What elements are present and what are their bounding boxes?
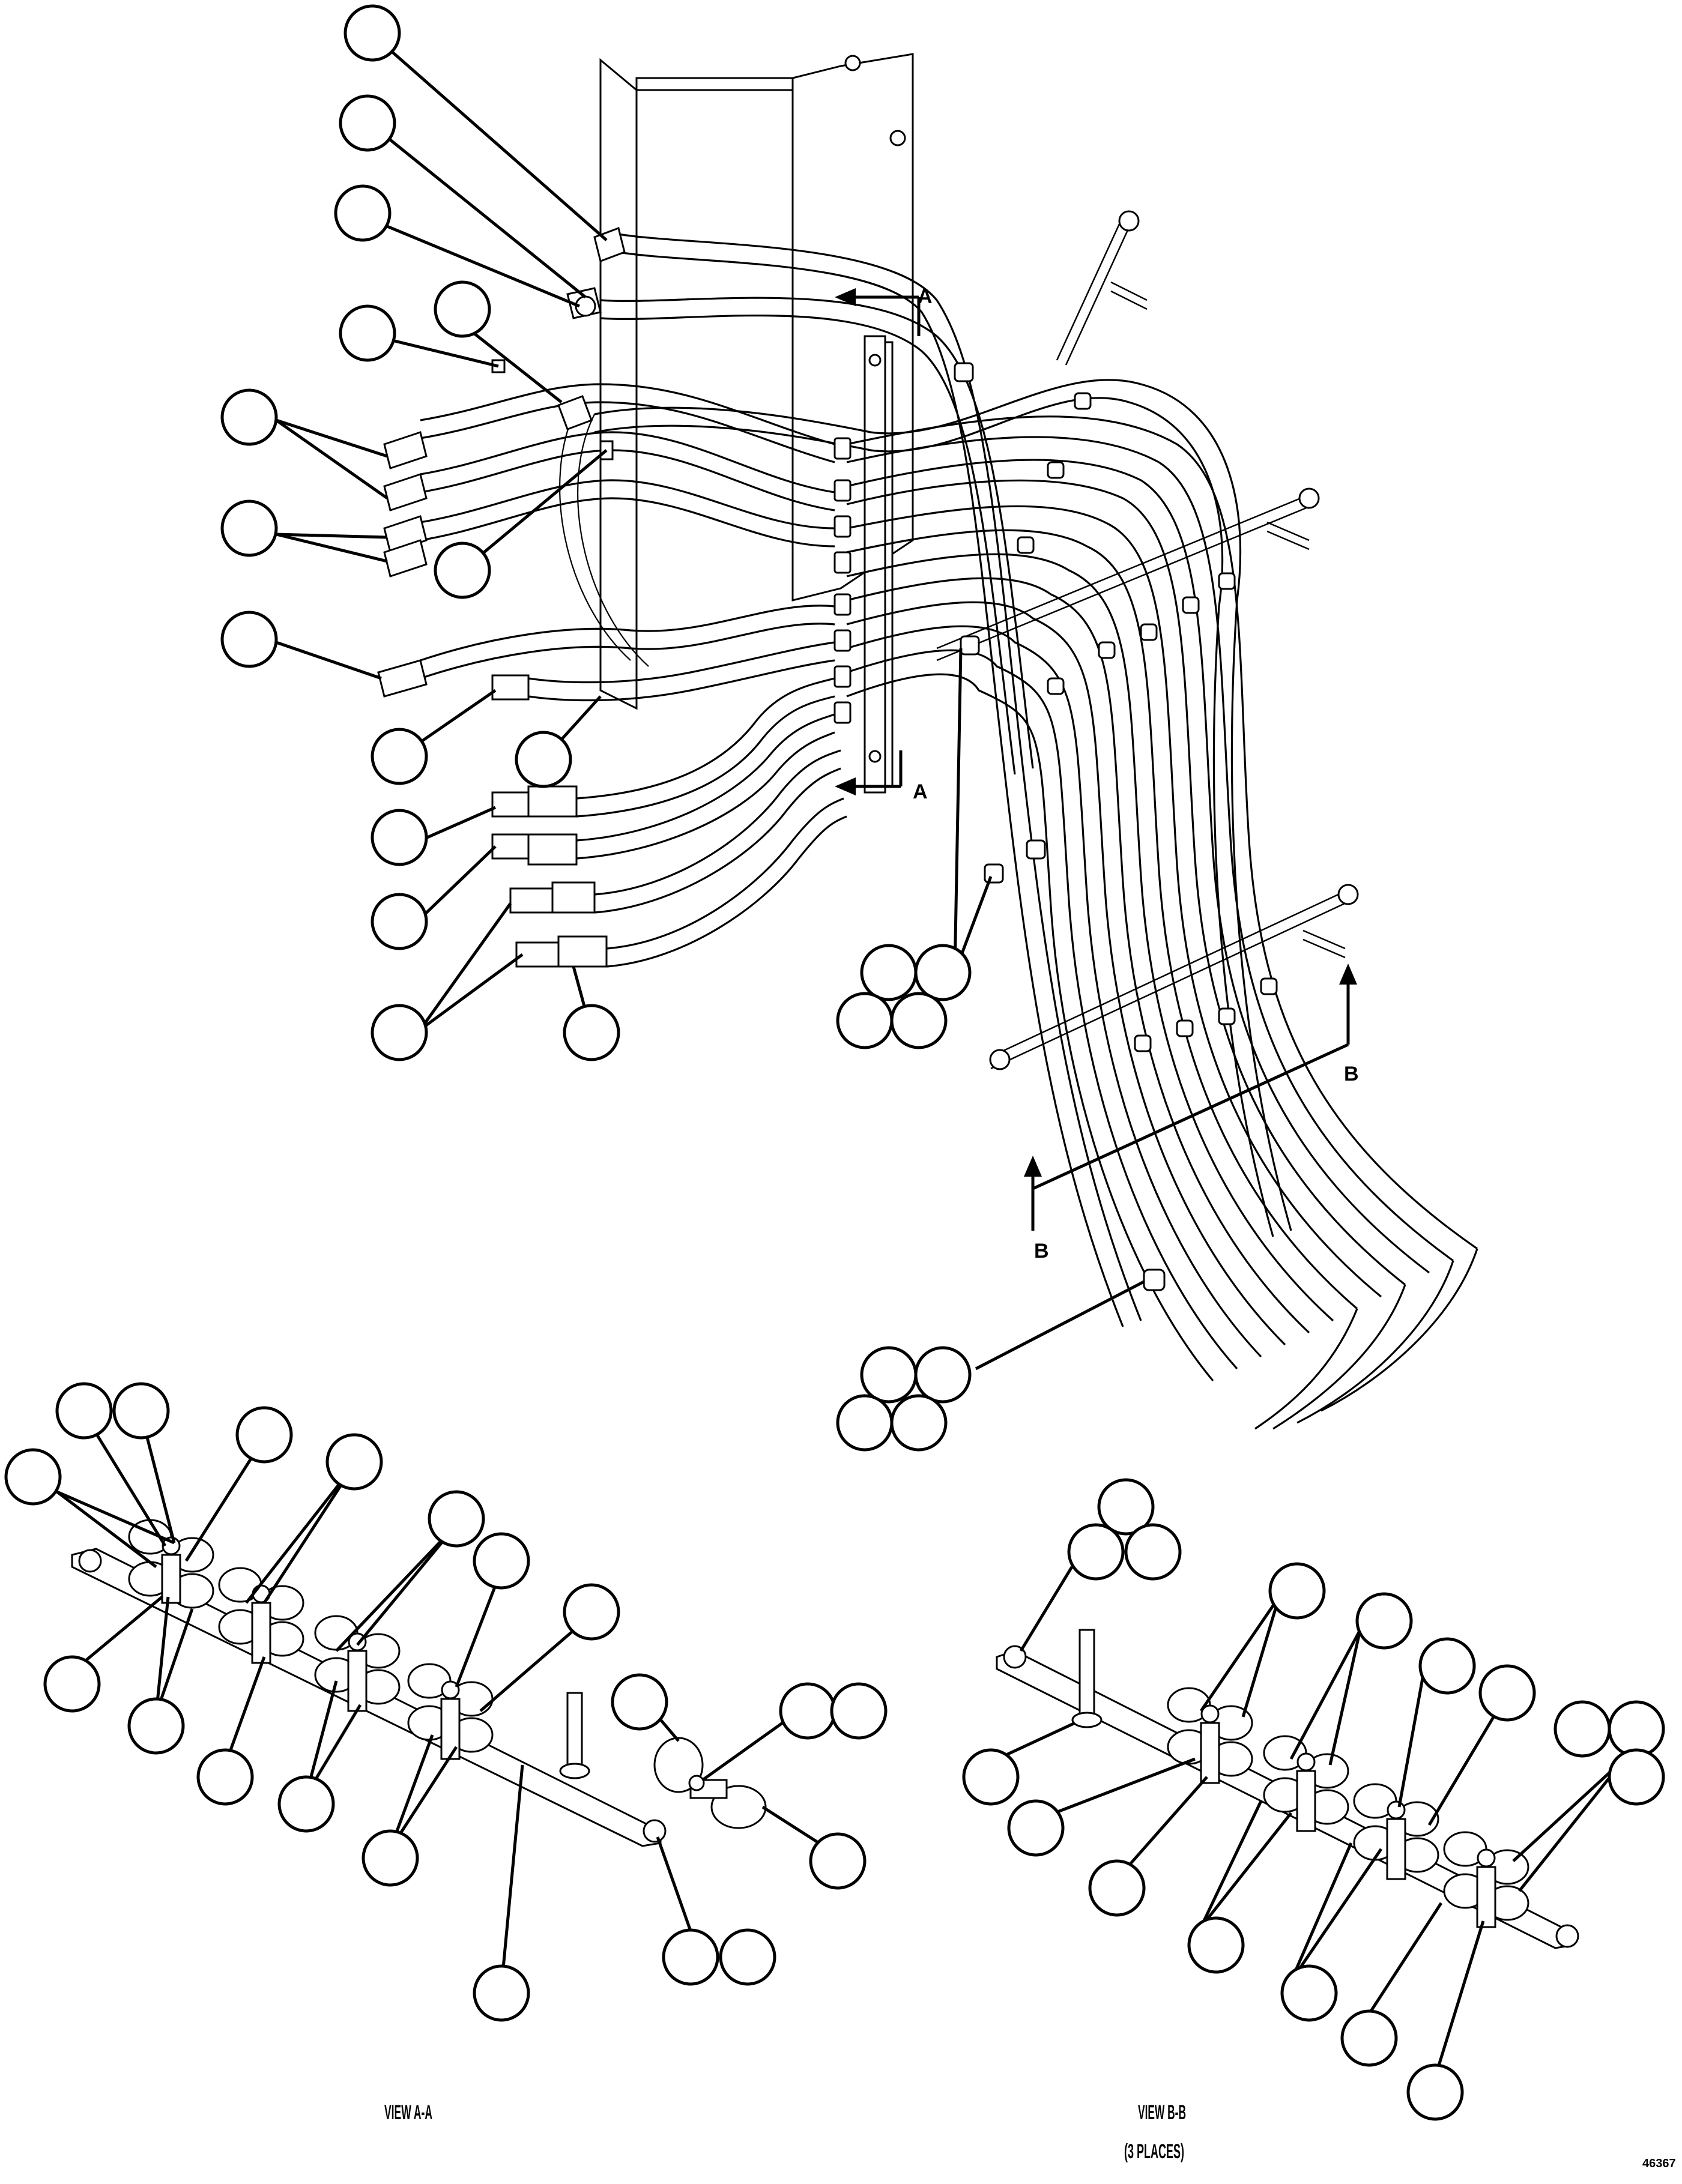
- callout-bubble: [334, 184, 392, 242]
- view-aa: VIEW A-A: [4, 1382, 888, 2124]
- callout-bubble: [611, 1673, 668, 1731]
- aa-single-clamp: [653, 1737, 767, 1829]
- callout-bubble: [914, 944, 972, 1001]
- callout-bubble: [371, 809, 428, 866]
- section-marker-a-bottom: A: [913, 780, 928, 803]
- callout-bubble: [371, 893, 428, 950]
- callout-bubble: [1187, 1916, 1245, 1974]
- callout-bubble: [196, 1748, 254, 1806]
- aa-clamp-2: [218, 1567, 304, 1664]
- callout-bubble: [860, 1346, 918, 1404]
- callout-bubble: [830, 1682, 888, 1740]
- callout-bubble: [112, 1382, 170, 1440]
- view-bb-label: VIEW B-B: [1138, 2101, 1186, 2124]
- bb-clamp-3: [1353, 1783, 1439, 1880]
- callout-bubble: [1478, 1664, 1536, 1722]
- callout-bubble: [277, 1775, 335, 1833]
- callout-bubble: [515, 731, 572, 788]
- callout-bubble: [563, 1004, 620, 1061]
- callout-bubble: [473, 1964, 530, 2022]
- drawing-number: 46367: [1642, 2157, 1676, 2170]
- callout-bubble: [1418, 1637, 1476, 1695]
- bb-clamp-2: [1263, 1735, 1349, 1832]
- callout-bubble: [1268, 1562, 1326, 1620]
- left-hoses: [420, 383, 847, 968]
- callout-bubble: [220, 388, 278, 446]
- callout-bubble: [220, 611, 278, 668]
- callout-bubble: [343, 4, 401, 62]
- callout-bubble: [1406, 2063, 1464, 2121]
- callout-bubble: [473, 1532, 530, 1590]
- callout-bubble: [127, 1697, 185, 1755]
- callout-bubble: [235, 1406, 293, 1464]
- callout-bubble: [860, 944, 918, 1001]
- callout-bubble: [563, 1583, 620, 1641]
- callout-bubble: [1007, 1799, 1065, 1857]
- main-assembly: A A B B: [377, 53, 1478, 1430]
- bb-clamp-4: [1443, 1831, 1529, 1928]
- callout-bubble: [890, 992, 948, 1049]
- callout-bubble: [55, 1382, 113, 1440]
- section-marker-b-right: B: [1344, 1063, 1359, 1085]
- callout-bubble: [1340, 2009, 1398, 2067]
- bb-clamp-1: [1167, 1687, 1253, 1784]
- callout-bubble: [1280, 1964, 1338, 2022]
- view-aa-label: VIEW A-A: [384, 2101, 432, 2124]
- bundle-clamps: [954, 362, 1278, 1291]
- callout-bubble: [428, 1490, 485, 1548]
- support-rod-mid: [936, 487, 1320, 662]
- callout-bubble: [1608, 1700, 1665, 1758]
- callout-bubble: [1097, 1478, 1155, 1536]
- callout-bubble: [1067, 1523, 1125, 1581]
- main-hose-bundle: [846, 415, 1478, 1430]
- section-marker-b-left: B: [1034, 1240, 1049, 1262]
- main-callouts: [220, 4, 1145, 1452]
- callout-bubble: [220, 499, 278, 557]
- callout-bubble: [339, 94, 396, 152]
- view-bb-note: (3 PLACES): [1124, 2140, 1184, 2163]
- callout-bubble: [914, 1346, 972, 1404]
- view-bb: VIEW B-B (3 PLACES): [962, 1478, 1665, 2163]
- callout-bubble: [43, 1655, 101, 1713]
- aa-clamp-3: [314, 1615, 401, 1712]
- callout-bubble: [809, 1832, 867, 1890]
- section-marker-a-top: A: [918, 285, 933, 308]
- callout-bubble: [371, 1004, 428, 1061]
- callout-bubble: [1553, 1700, 1611, 1758]
- aa-clamp-1: [128, 1519, 214, 1609]
- section-a-bracket: [864, 335, 894, 794]
- callout-bubble: [1088, 1859, 1146, 1917]
- support-rod-top: [1056, 210, 1148, 366]
- callout-bubble: [836, 992, 894, 1049]
- callout-bubble: [434, 541, 491, 599]
- plate-fittings: [833, 437, 852, 724]
- callout-bubble: [890, 1394, 948, 1452]
- section-a-arrows: [835, 288, 921, 795]
- callout-bubble: [4, 1448, 62, 1506]
- callout-bubble: [962, 1748, 1020, 1806]
- callout-bubble: [325, 1433, 383, 1491]
- callout-bubble: [339, 304, 396, 362]
- callout-bubble: [1355, 1592, 1413, 1650]
- callout-bubble: [662, 1928, 719, 1986]
- left-end-fittings: [377, 227, 626, 968]
- callout-bubble: [371, 728, 428, 785]
- callout-bubble: [1608, 1748, 1665, 1806]
- callout-bubble: [362, 1829, 419, 1887]
- callout-bubble: [434, 280, 491, 338]
- callout-bubble: [1124, 1523, 1182, 1581]
- section-b-arrows: [1024, 964, 1357, 1231]
- callout-bubble: [836, 1394, 894, 1452]
- callout-bubble: [719, 1928, 776, 1986]
- callout-bubble: [779, 1682, 836, 1740]
- aa-clamp-4: [407, 1663, 494, 1760]
- support-rod-low: [989, 884, 1359, 1070]
